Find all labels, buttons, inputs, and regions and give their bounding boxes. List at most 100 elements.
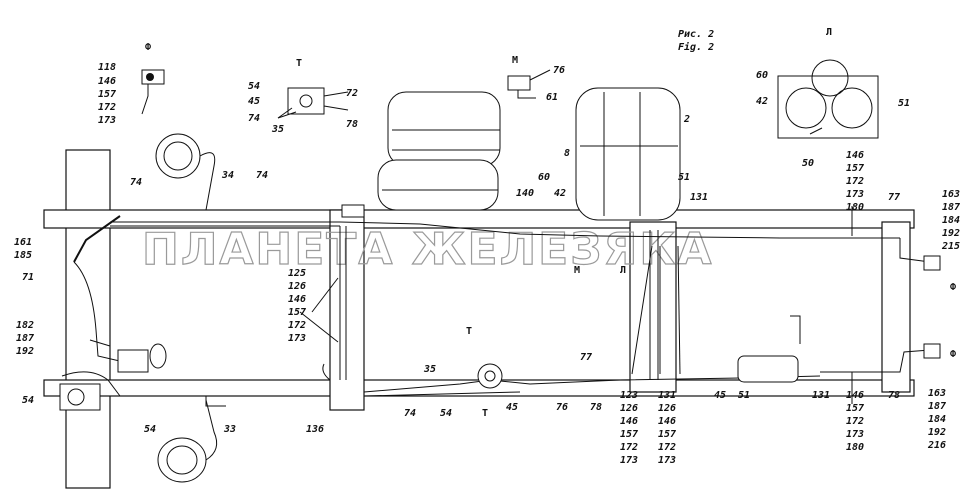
watermark-text: ПЛАНЕТА ЖЕЛЕЗЯКА: [142, 224, 713, 275]
view-letter-f-top: Ф: [145, 42, 151, 53]
callout-bb-131: 131: [658, 390, 676, 401]
view-letter-l-top: Л: [826, 27, 832, 38]
callout-t-45: 45: [248, 96, 260, 107]
callout-f-146: 146: [98, 76, 116, 87]
valve-m-detail: [507, 69, 551, 99]
callout-f-172: 172: [98, 102, 116, 113]
view-letter-t-bottom2: Т: [482, 408, 488, 419]
callout-bot-35: 35: [423, 364, 436, 375]
valve-l-detail: [777, 59, 879, 139]
dryer-unit: [117, 343, 167, 373]
callout-bot-45: 45: [506, 402, 518, 413]
callout-rt-173: 173: [846, 189, 864, 200]
brake-chamber-top: [155, 133, 216, 211]
callout-bot-54b: 54: [440, 408, 452, 419]
callout-f-173: 173: [98, 115, 116, 126]
air-tank-left: [377, 91, 501, 211]
callout-tank-42: 42: [554, 188, 566, 199]
callout-ba-173: 173: [620, 455, 638, 466]
callout-bot-78b: 78: [888, 390, 900, 401]
callout-rb-192: 192: [928, 427, 946, 438]
callout-right-77: 77: [888, 192, 900, 203]
callout-left-54: 54: [22, 395, 34, 406]
callout-tank-8: 8: [564, 148, 570, 159]
callout-rr-192: 192: [942, 228, 960, 239]
view-letter-t-top: Т: [296, 58, 302, 69]
callout-mid-126: 126: [288, 281, 306, 292]
callout-mid-125: 125: [288, 268, 306, 279]
view-letter-m-top: М: [512, 55, 518, 66]
callout-mid-157: 157: [288, 307, 306, 318]
callout-bc-180: 180: [846, 442, 864, 453]
callout-tank-140: 140: [516, 188, 534, 199]
pipe-lines: [61, 215, 931, 407]
callout-rt-157: 157: [846, 163, 864, 174]
callout-bot-78: 78: [590, 402, 602, 413]
callout-rr-163: 163: [942, 189, 960, 200]
callout-l-42: 42: [756, 96, 768, 107]
view-letter-m-bottom: М: [574, 265, 580, 276]
callout-m-61: 61: [546, 92, 558, 103]
view-letter-l-bottom: Л: [620, 265, 626, 276]
callout-bc-157: 157: [846, 403, 864, 414]
callout-rt-180: 180: [846, 202, 864, 213]
callout-l-50: 50: [802, 158, 814, 169]
callout-rb-216: 216: [927, 440, 946, 451]
view-letter-f-right: Ф: [950, 282, 956, 293]
figure-caption-en: Fig. 2: [678, 41, 714, 53]
callout-bb-126: 126: [658, 403, 676, 414]
view-letter-f-right2: Ф: [950, 349, 956, 360]
callout-rb-187: 187: [928, 401, 946, 412]
callout-bb-172: 172: [658, 442, 676, 453]
callout-t-72: 72: [346, 88, 358, 99]
callout-bb-173: 173: [658, 455, 676, 466]
callout-ba-146: 146: [620, 416, 638, 427]
callout-bc-146: 146: [846, 390, 864, 401]
callout-tank-131: 131: [690, 192, 708, 203]
callout-bc-172: 172: [846, 416, 864, 427]
callout-left-182: 182: [16, 320, 34, 331]
callout-m-76: 76: [553, 65, 565, 76]
callout-tank-51: 51: [678, 172, 690, 183]
callout-bot-131: 131: [812, 390, 830, 401]
callout-left-185: 185: [14, 250, 32, 261]
callout-tank-60: 60: [538, 172, 550, 183]
callout-bot-33: 33: [223, 424, 236, 435]
callout-t-35: 35: [271, 124, 284, 135]
figure-caption-ru: Рис. 2: [678, 29, 714, 40]
callout-bot-74: 74: [404, 408, 416, 419]
air-tank-right: [575, 87, 681, 221]
callout-rb-163: 163: [928, 388, 946, 399]
callout-ba-172: 172: [620, 442, 638, 453]
callout-t-54: 54: [248, 81, 260, 92]
callout-rr-215: 215: [941, 241, 960, 252]
callout-rr-184: 184: [942, 215, 960, 226]
callout-bot-54: 54: [144, 424, 156, 435]
callout-l-60: 60: [756, 70, 768, 81]
callout-l-51: 51: [898, 98, 910, 109]
callout-left-187: 187: [16, 333, 34, 344]
callout-left-192: 192: [16, 346, 34, 357]
view-letter-t-bottom: Т: [466, 326, 472, 337]
valve-front-left: [59, 383, 101, 411]
callout-rt-172: 172: [846, 176, 864, 187]
callout-left-34: 34: [221, 170, 234, 181]
callout-left-74b: 74: [256, 170, 268, 181]
callout-left-161: 161: [14, 237, 32, 248]
callout-bot-136: 136: [306, 424, 324, 435]
callout-bot-77: 77: [580, 352, 592, 363]
callout-t-78: 78: [346, 119, 358, 130]
callout-rb-184: 184: [928, 414, 946, 425]
callout-f-118: 118: [98, 62, 116, 73]
callout-ba-123: 123: [620, 390, 638, 401]
callout-bc-173: 173: [846, 429, 864, 440]
callout-ba-126: 126: [620, 403, 638, 414]
callout-bot-76: 76: [556, 402, 568, 413]
brake-chamber-bottom: [157, 399, 218, 483]
tank-support-block: [341, 204, 365, 218]
valve-t-bottom: [477, 363, 503, 389]
callout-mid-173: 173: [288, 333, 306, 344]
callout-mid-172: 172: [288, 320, 306, 331]
callout-left-71: 71: [22, 272, 34, 283]
callout-ba-157: 157: [620, 429, 638, 440]
